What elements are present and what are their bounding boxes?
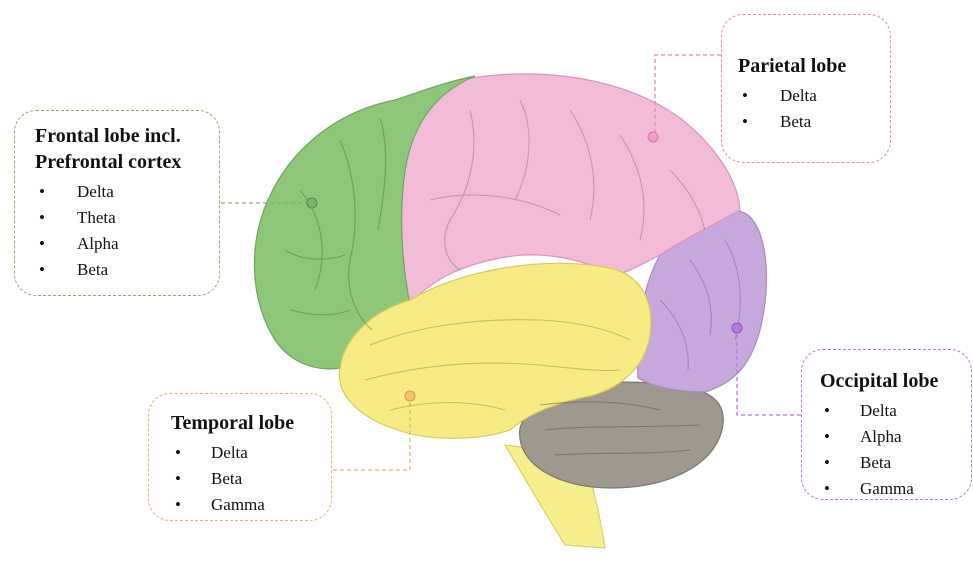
frontal-wave-item: Beta (35, 257, 219, 283)
temporal-title: Temporal lobe (171, 410, 331, 436)
frontal-title-line2: Prefrontal cortex (35, 149, 219, 175)
parietal-lobe-callout: Parietal lobe Delta Beta (721, 14, 891, 163)
occipital-wave-item: Gamma (820, 476, 971, 502)
temporal-wave-item: Delta (171, 440, 331, 466)
frontal-marker (307, 198, 317, 208)
temporal-lobe-callout: Temporal lobe Delta Beta Gamma (148, 393, 332, 521)
occipital-wave-list: Delta Alpha Beta Gamma (820, 398, 971, 502)
temporal-wave-item: Gamma (171, 492, 331, 518)
temporal-wave-list: Delta Beta Gamma (171, 440, 331, 518)
occipital-wave-item: Beta (820, 450, 971, 476)
occipital-wave-item: Alpha (820, 424, 971, 450)
temporal-marker (405, 391, 415, 401)
frontal-title-line1: Frontal lobe incl. (35, 123, 219, 149)
parietal-marker (648, 132, 658, 142)
occipital-wave-item: Delta (820, 398, 971, 424)
frontal-lobe-callout: Frontal lobe incl. Prefrontal cortex Del… (14, 110, 220, 296)
frontal-wave-item: Delta (35, 179, 219, 205)
occipital-marker (732, 323, 742, 333)
occipital-title: Occipital lobe (820, 368, 971, 394)
frontal-wave-item: Theta (35, 205, 219, 231)
parietal-title: Parietal lobe (738, 53, 890, 79)
parietal-wave-item: Delta (738, 83, 890, 109)
frontal-wave-item: Alpha (35, 231, 219, 257)
frontal-wave-list: Delta Theta Alpha Beta (35, 179, 219, 283)
parietal-wave-list: Delta Beta (738, 83, 890, 135)
occipital-lobe-callout: Occipital lobe Delta Alpha Beta Gamma (801, 349, 972, 500)
temporal-wave-item: Beta (171, 466, 331, 492)
parietal-wave-item: Beta (738, 109, 890, 135)
